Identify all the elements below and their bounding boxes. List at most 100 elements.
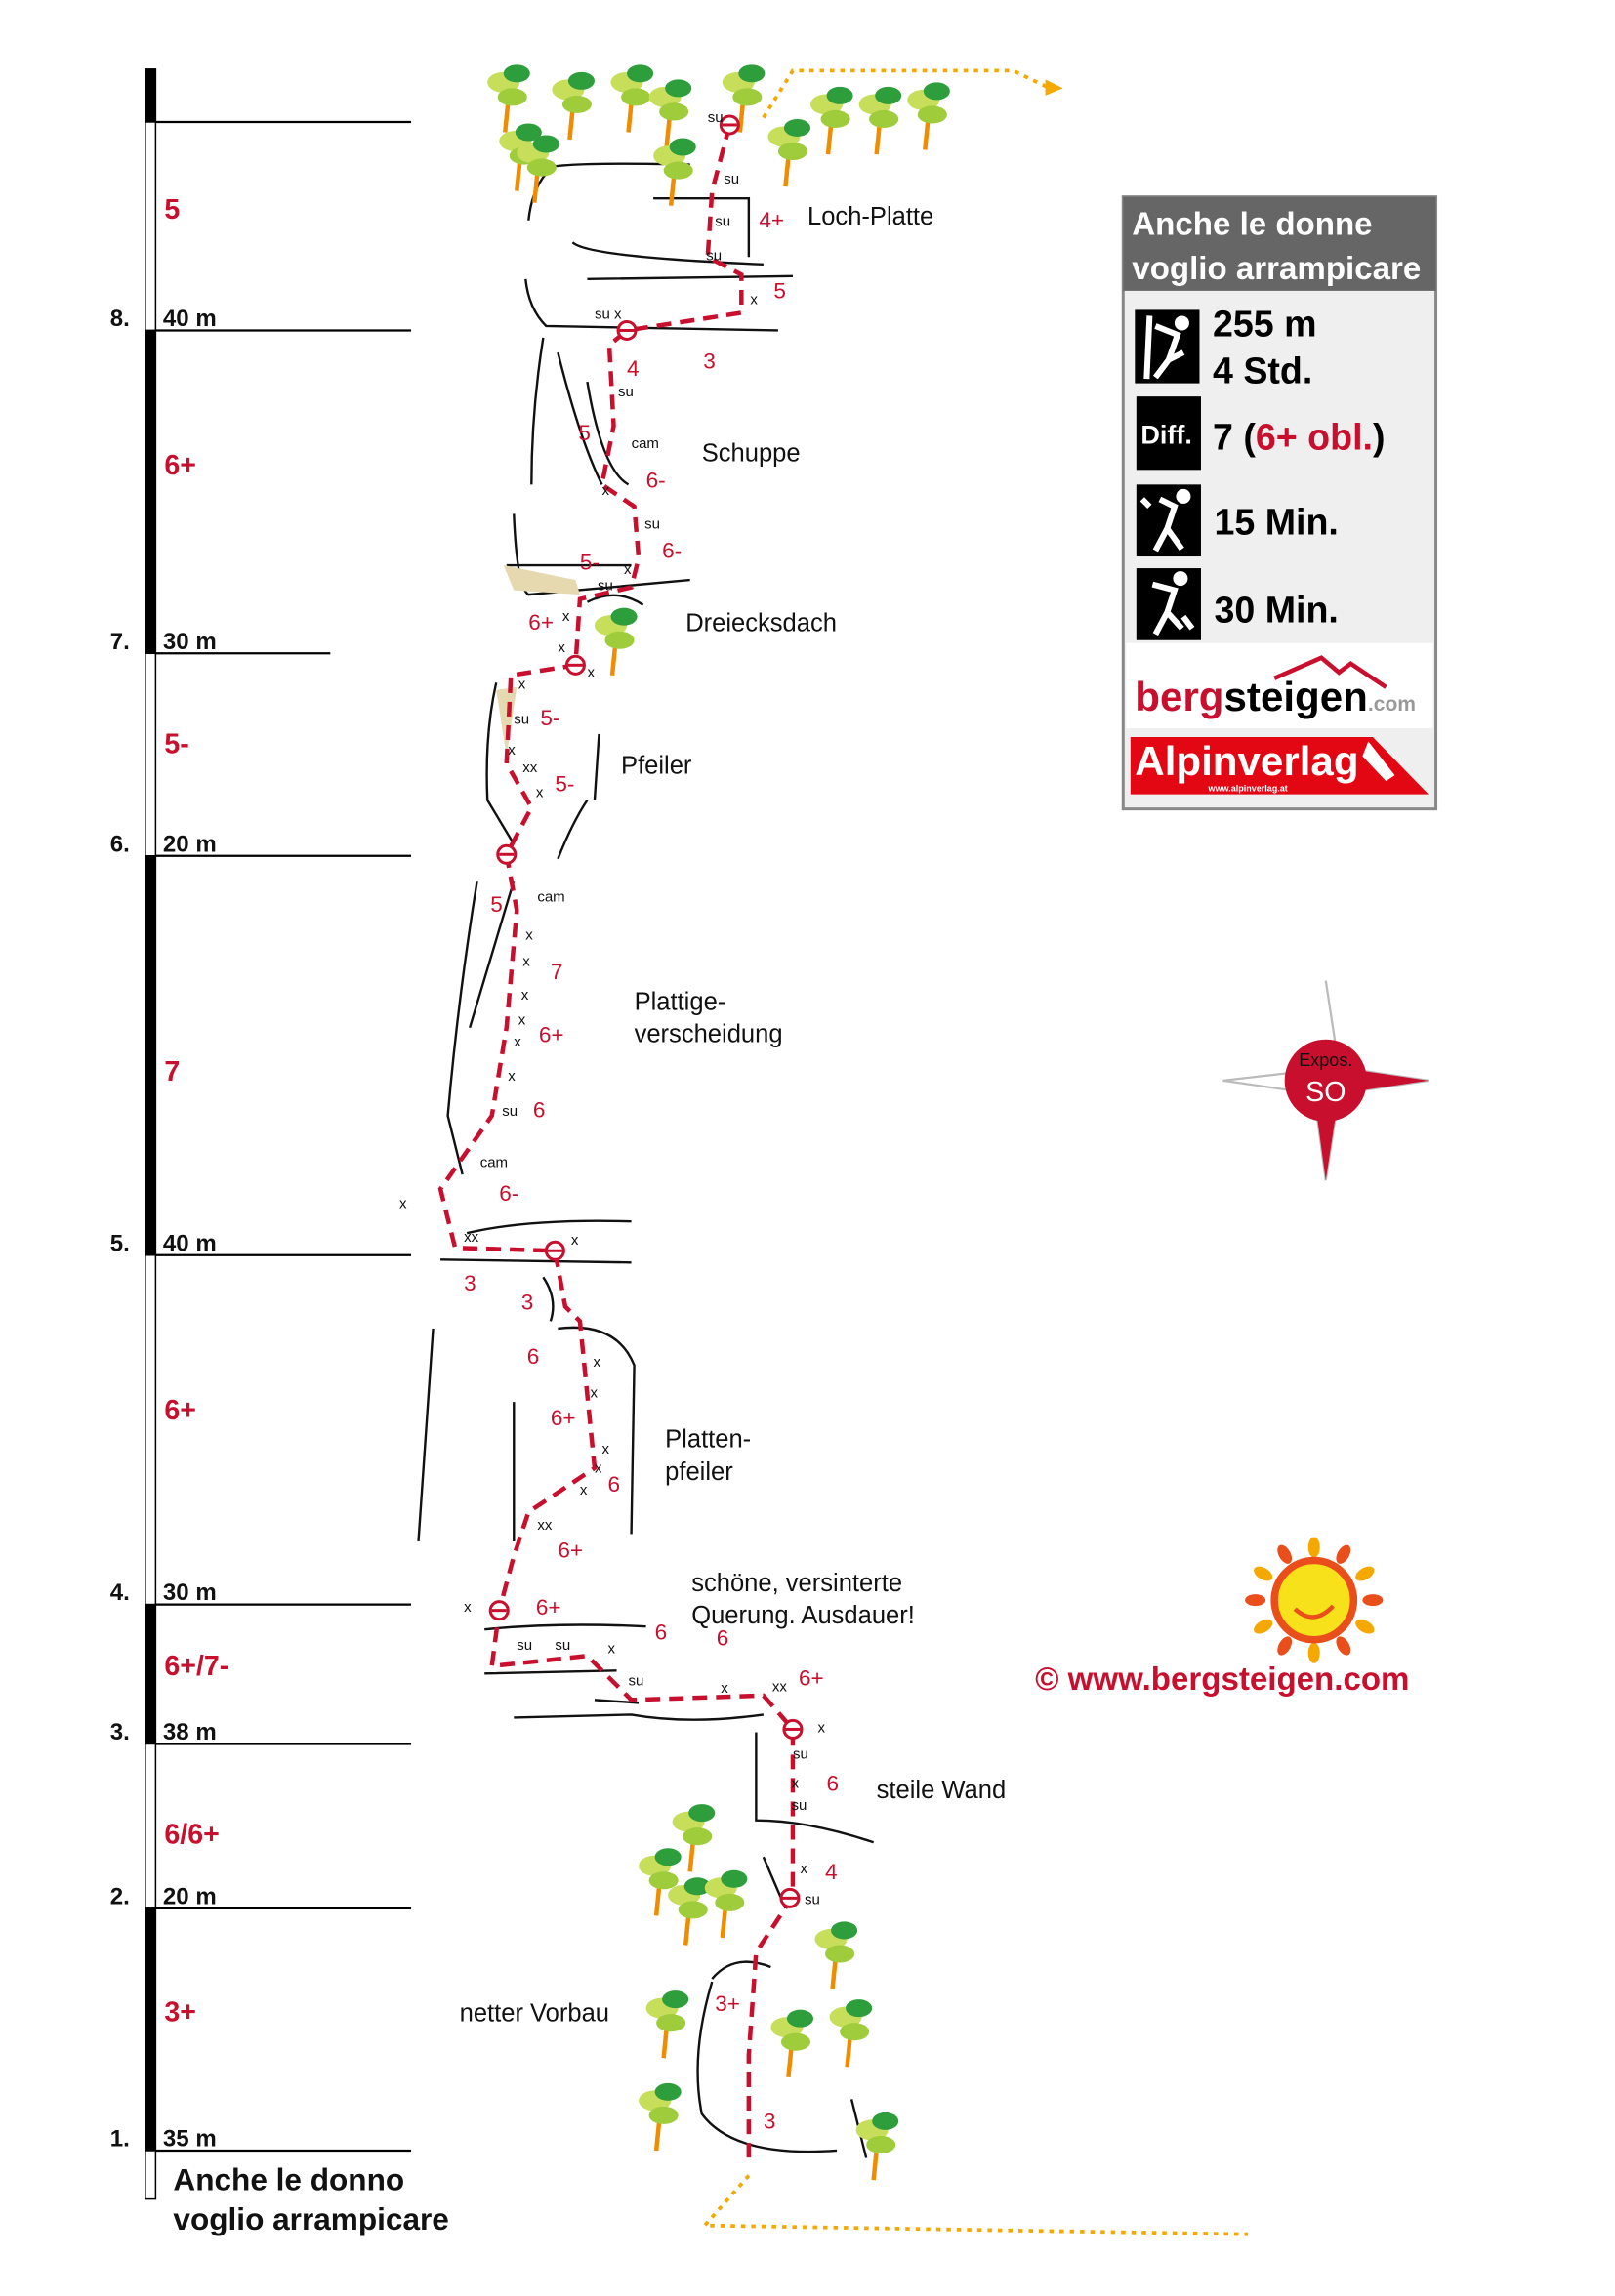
scale-segment — [145, 1742, 157, 1909]
tree-leaves — [732, 88, 763, 106]
route-annotation: x — [721, 1680, 728, 1697]
route-annotation: x — [593, 1354, 600, 1371]
pitch-grade-marker: 6+ — [558, 1538, 583, 1563]
sun-ray — [1307, 1642, 1320, 1663]
copyright-text[interactable]: © www.bergsteigen.com — [1035, 1661, 1409, 1698]
route-annotation: su — [629, 1672, 644, 1689]
alpinverlag-name: Alpinverlag — [1135, 738, 1358, 784]
compass-label: Expos. — [1299, 1050, 1352, 1070]
tree-icon — [648, 79, 692, 147]
route-annotation: su — [644, 515, 660, 532]
pitch-grade: 6+ — [164, 450, 196, 481]
tree-leaves — [683, 1877, 711, 1896]
scale-segment — [145, 121, 157, 332]
route-annotation: su — [805, 1891, 820, 1907]
route-annotation: x — [518, 676, 526, 692]
tree-icon — [855, 2112, 899, 2181]
route-annotation: su — [724, 171, 739, 187]
route-annotation: x — [464, 1599, 472, 1616]
pitch-grade-marker: 6+ — [536, 1595, 561, 1620]
pitch-grade-marker: 5- — [580, 551, 600, 575]
pitch-grade-marker: 3 — [521, 1290, 534, 1314]
pitch-grade-marker: 6 — [655, 1620, 668, 1645]
difficulty-open: ( — [1243, 416, 1256, 457]
route-annotation: cam — [480, 1155, 508, 1171]
route-annotation: su — [793, 1746, 808, 1763]
belay-icon — [564, 654, 586, 676]
tree-leaves — [663, 161, 693, 180]
route-annotation: su — [791, 1797, 807, 1814]
tree-icon — [639, 2082, 682, 2152]
tree-leaves — [627, 64, 654, 83]
tree-leaves — [515, 123, 542, 142]
tree-icon — [645, 1990, 689, 2059]
tree-leaves — [621, 88, 651, 106]
route-annotation: x — [601, 1441, 609, 1457]
scale-segment — [145, 652, 157, 857]
tree-leaves — [840, 2023, 870, 2041]
difficulty-obligatory: 6+ obl. — [1256, 416, 1373, 457]
tree-leaves — [846, 1999, 873, 2018]
tree-leaves — [604, 631, 635, 649]
section-label: Loch-Platte — [808, 203, 933, 230]
tree-icon — [610, 64, 654, 133]
sun-face — [1270, 1556, 1358, 1644]
route-annotation: xx — [772, 1678, 788, 1695]
section-label: Platten- — [665, 1426, 751, 1454]
route-annotation: su — [555, 1637, 570, 1654]
section-label: Querung. Ausdauer! — [691, 1602, 915, 1629]
tree-leaves — [648, 2106, 679, 2124]
pitch-number: 3. — [110, 1719, 130, 1745]
tree-icon — [672, 1804, 716, 1872]
tree-icon — [814, 1921, 858, 1989]
tree-leaves — [656, 2014, 686, 2032]
tree-leaves — [831, 1921, 858, 1940]
pitch-grade-marker: 6- — [662, 539, 682, 563]
tree-leaves — [561, 95, 592, 113]
tree-leaves — [923, 82, 950, 101]
route-annotation: su — [514, 711, 529, 727]
difficulty: 7 (6+ obl.) — [1213, 416, 1385, 457]
pitch-grade-marker: 7 — [551, 960, 563, 984]
tree-leaves — [825, 1945, 855, 1963]
pitch-length: 20 m — [163, 831, 217, 857]
route-duration: 4 Std. — [1213, 350, 1312, 391]
route-line — [437, 124, 796, 2166]
tree-leaves — [738, 64, 766, 83]
tree-leaves — [869, 109, 899, 128]
pitch-grade: 3+ — [164, 1997, 196, 2029]
pitch-grade: 6+ — [164, 1395, 196, 1426]
belay-icon — [496, 843, 518, 865]
tree-leaves — [678, 1901, 708, 1919]
route-annotation: x — [518, 1012, 526, 1029]
route-annotation: x — [399, 1196, 407, 1212]
tree-leaves — [917, 105, 947, 124]
tree-leaves — [654, 1848, 682, 1866]
belay-icon — [544, 1240, 565, 1261]
route-annotation: x — [800, 1861, 808, 1877]
tree-leaves — [780, 2032, 811, 2051]
scale-segment — [145, 1603, 157, 1745]
tree-icon — [907, 82, 950, 150]
route-annotation: x — [580, 1482, 588, 1498]
pitch-grade-marker: 5- — [540, 706, 559, 730]
tree-leaves — [826, 86, 853, 104]
pitch-length: 40 m — [163, 306, 217, 332]
scale-segment — [145, 855, 157, 1256]
pitch-length: 38 m — [163, 1719, 217, 1745]
pitch-grade-marker: 3 — [464, 1271, 476, 1295]
route-annotation: x — [525, 926, 533, 943]
compass-value: SO — [1305, 1077, 1346, 1108]
route-annotation: x — [571, 1232, 579, 1249]
rock-outline — [417, 162, 875, 2158]
pitch-grade-marker: 6+ — [799, 1665, 824, 1690]
pitch-number: 4. — [110, 1579, 130, 1606]
route-annotation: x — [562, 608, 570, 625]
pitch-number: 8. — [110, 306, 130, 332]
sun-ray — [1277, 1636, 1293, 1656]
route-annotation: x — [791, 1776, 799, 1792]
exposure-compass: Expos. SO — [1222, 980, 1429, 1181]
route-annotation: x — [590, 1385, 598, 1402]
pitch-grade-marker: 3 — [703, 349, 716, 374]
